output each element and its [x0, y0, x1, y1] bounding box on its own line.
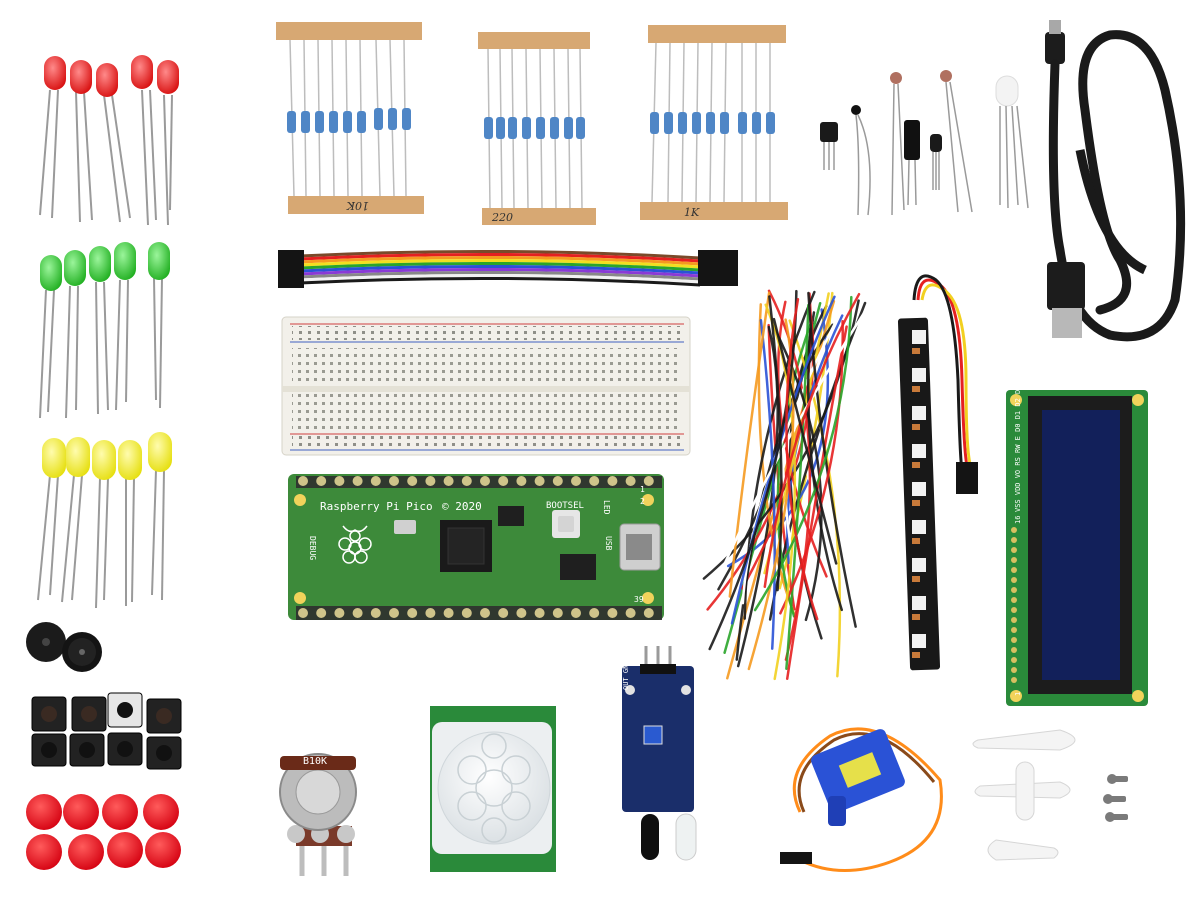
usb-cable — [1045, 20, 1186, 342]
potentiometer-label: B10K — [303, 756, 327, 767]
ws2812-led-strip — [897, 274, 978, 671]
ribbon-jumper-cable — [278, 249, 738, 288]
resistor-tape-1-label: 10K — [346, 199, 369, 212]
tactile-buttons — [31, 692, 182, 770]
pico-pin1-label: 1 — [640, 485, 645, 494]
servo-screws — [1103, 774, 1128, 822]
pico-name-label: Raspberry Pi Pico — [320, 500, 433, 513]
pico-led-label: LED — [602, 500, 611, 515]
jumper-wire-bundle — [702, 289, 867, 681]
pir-motion-sensor — [430, 706, 556, 872]
lcd-pin-start-label: 1 — [1014, 692, 1022, 696]
lcd-pin-labels: VSS VDD VO RS RW E D0 D1 D2 D3 D4 D5 D6 … — [1014, 317, 1022, 512]
resistor-strip-2: 220 — [478, 32, 596, 225]
red-leds — [39, 55, 179, 226]
resistor-tape-3-label: 1K — [684, 206, 700, 219]
pico-debug-label: DEBUG — [308, 536, 317, 560]
pico-bootsel-label: BOOTSEL — [546, 501, 584, 511]
button-caps — [26, 794, 181, 870]
ir-sensor-pin-labels: OUT GND VCC — [622, 644, 630, 690]
yellow-leds — [37, 432, 172, 609]
ir-sensor-module: OUT GND VCC — [622, 644, 697, 861]
servo-horns — [972, 729, 1076, 861]
potentiometer: B10K — [279, 753, 357, 876]
resistor-tape-2-label: 220 — [491, 211, 513, 224]
buzzers — [26, 622, 102, 672]
pico-copyright-label: © 2020 — [442, 500, 482, 513]
servo-motor — [780, 727, 943, 872]
small-components — [820, 70, 1029, 216]
raspberry-pi-pico: Raspberry Pi Pico © 2020 BOOTSEL USB DEB… — [288, 474, 664, 620]
lcd-1602: VSS VDD VO RS RW E D0 D1 D2 D3 D4 D5 D6 … — [1006, 317, 1148, 706]
green-leds — [39, 242, 170, 419]
breadboard — [281, 316, 691, 456]
pico-pin2-label: 2 — [640, 497, 645, 506]
resistor-strip-1: 10K — [276, 22, 424, 214]
pico-usb-label: USB — [604, 536, 613, 551]
pico-pin39-label: 39 — [634, 595, 644, 604]
lcd-pin-end-label: 16 — [1014, 516, 1022, 524]
resistor-strip-3: 1K — [640, 25, 788, 220]
